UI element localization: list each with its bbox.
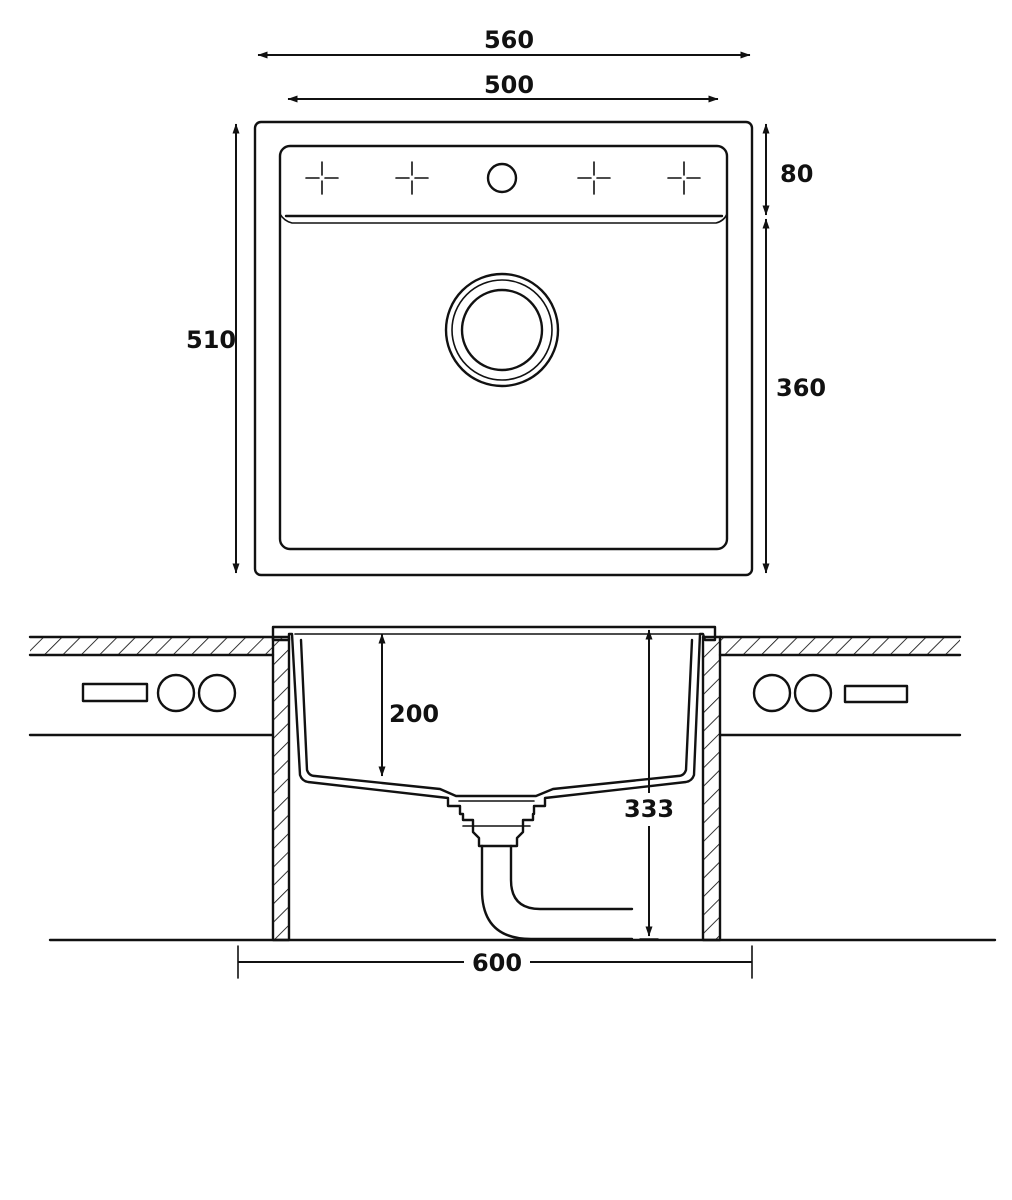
- dim-label-500: 500: [484, 71, 534, 99]
- dim-label-560: 560: [484, 26, 534, 54]
- bowl-top-edge: [279, 213, 728, 224]
- dim-label-333: 333: [624, 795, 674, 823]
- section-view: 200 333 600: [28, 625, 997, 979]
- knob-icon: [752, 673, 792, 713]
- circle-icon: [486, 162, 518, 194]
- dim-label-360: 360: [776, 374, 826, 402]
- worktop-left: [28, 635, 275, 657]
- dim-label-80: 80: [780, 160, 813, 188]
- crosshair-icon: [667, 161, 701, 195]
- worktop-right: [718, 635, 962, 657]
- cabinet-wall-right: [701, 635, 722, 942]
- sink-inner-edge: [278, 144, 729, 551]
- waste-pipe: [480, 844, 634, 941]
- sink-outer-rim: [253, 120, 754, 577]
- handle-icon: [81, 682, 149, 703]
- dim-label-600: 600: [472, 949, 522, 977]
- cabinet-wall-left: [271, 635, 291, 942]
- top-view: 560 500 510 80 360: [186, 26, 826, 577]
- knob-icon: [197, 673, 237, 713]
- crosshair-icon: [577, 161, 611, 195]
- dim-label-200: 200: [389, 700, 439, 728]
- ring-icon: [444, 272, 560, 388]
- crosshair-icon: [395, 161, 429, 195]
- sink-section-inner: [299, 638, 694, 798]
- sink-section-outer: [271, 625, 717, 848]
- handle-icon: [843, 684, 909, 704]
- dim-label-510: 510: [186, 326, 236, 354]
- knob-icon: [793, 673, 833, 713]
- knob-icon: [156, 673, 196, 713]
- crosshair-icon: [305, 161, 339, 195]
